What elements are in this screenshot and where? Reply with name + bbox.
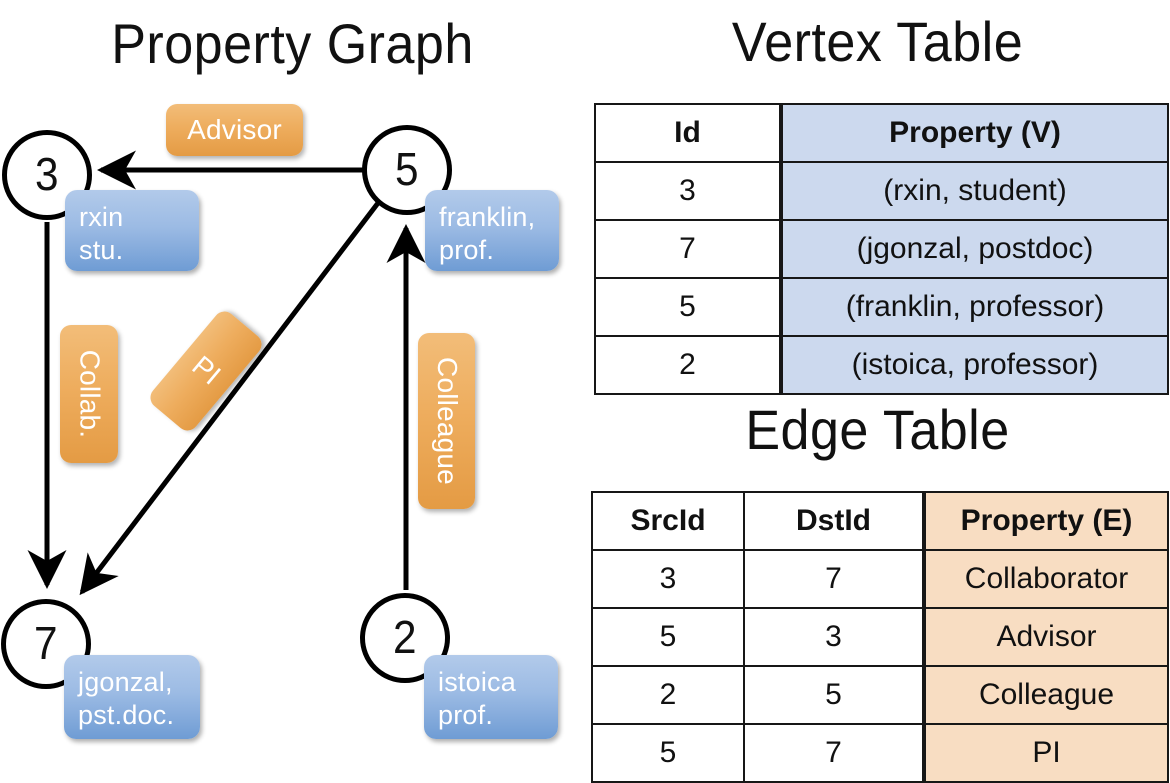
table-header-row: SrcId DstId Property (E)	[591, 491, 1169, 551]
edge-cell-dst: 7	[743, 723, 925, 783]
vertex-table: Id Property (V) 3 (rxin, student) 7 (jgo…	[594, 103, 1169, 395]
edge-cell-property: Advisor	[922, 607, 1169, 667]
vertex-header-property: Property (V)	[779, 103, 1169, 163]
edge-cell-dst: 5	[743, 665, 925, 725]
vertex-cell-property: (istoica, professor)	[779, 335, 1169, 395]
edge-cell-property: Collaborator	[922, 549, 1169, 609]
node-property-rxin-line2: stu.	[79, 235, 124, 265]
graph-node-7-label: 7	[34, 617, 58, 669]
table-row: 5 (franklin, professor)	[594, 277, 1169, 337]
node-property-jgonzal-line1: jgonzal,	[78, 667, 173, 697]
vertex-cell-property: (jgonzal, postdoc)	[779, 219, 1169, 279]
graph-node-3-label: 3	[35, 148, 59, 200]
node-property-rxin: rxin stu.	[65, 190, 199, 271]
table-row: 7 (jgonzal, postdoc)	[594, 219, 1169, 279]
edge-label-pi-text: PI	[186, 350, 227, 392]
table-row: 5 7 PI	[591, 723, 1169, 783]
edge-cell-dst: 7	[743, 549, 925, 609]
node-property-jgonzal: jgonzal, pst.doc.	[64, 655, 200, 739]
edge-cell-property: PI	[922, 723, 1169, 783]
edge-label-advisor-text: Advisor	[187, 114, 282, 145]
graph-edges-layer	[27, 150, 426, 596]
edge-label-colleague-text: Colleague	[431, 357, 463, 485]
edge-header-srcid: SrcId	[591, 491, 745, 551]
table-row: 2 (istoica, professor)	[594, 335, 1169, 395]
table-row: 3 (rxin, student)	[594, 161, 1169, 221]
node-property-jgonzal-line2: pst.doc.	[78, 700, 175, 730]
graph-node-2: 2	[360, 593, 450, 683]
graph-node-5-label: 5	[395, 143, 419, 195]
edge-cell-src: 5	[591, 723, 745, 783]
property-graph-panel: Advisor Collab. PI Colleague 3 5 7 2 rxi…	[0, 0, 585, 760]
edge-label-advisor: Advisor	[166, 104, 303, 156]
property-graph-title: Property Graph	[111, 12, 474, 75]
edge-cell-src: 5	[591, 607, 745, 667]
node-property-franklin: franklin, prof.	[425, 190, 559, 271]
vertex-cell-id: 3	[594, 161, 782, 221]
table-header-row: Id Property (V)	[594, 103, 1169, 163]
edge-table: SrcId DstId Property (E) 3 7 Collaborato…	[591, 491, 1169, 783]
node-property-franklin-line1: franklin,	[439, 202, 536, 232]
table-row: 3 7 Collaborator	[591, 549, 1169, 609]
node-property-istoica-line2: prof.	[438, 700, 494, 730]
edge-cell-src: 3	[591, 549, 745, 609]
node-property-istoica-line1: istoica	[438, 667, 516, 697]
graph-node-2-label: 2	[393, 611, 417, 663]
edge-cell-src: 2	[591, 665, 745, 725]
edge-5-to-7	[79, 201, 380, 596]
vertex-cell-id: 7	[594, 219, 782, 279]
graph-node-5: 5	[362, 125, 452, 215]
vertex-cell-id: 5	[594, 277, 782, 337]
edge-label-colleague: Colleague	[418, 333, 475, 509]
vertex-cell-property: (rxin, student)	[779, 161, 1169, 221]
edge-label-collab-text: Collab.	[74, 349, 105, 439]
table-row: 2 5 Colleague	[591, 665, 1169, 725]
node-property-franklin-line2: prof.	[439, 235, 495, 265]
vertex-table-title: Vertex Table	[731, 10, 1024, 73]
node-property-rxin-line1: rxin	[79, 202, 124, 232]
edge-table-title: Edge Table	[745, 398, 1010, 461]
vertex-header-id: Id	[594, 103, 782, 163]
edge-header-dstid: DstId	[743, 491, 925, 551]
edge-header-property: Property (E)	[922, 491, 1169, 551]
edge-cell-property: Colleague	[922, 665, 1169, 725]
table-row: 5 3 Advisor	[591, 607, 1169, 667]
edge-cell-dst: 3	[743, 607, 925, 667]
node-property-istoica: istoica prof.	[424, 655, 558, 739]
vertex-cell-property: (franklin, professor)	[779, 277, 1169, 337]
vertex-cell-id: 2	[594, 335, 782, 395]
edge-label-collab: Collab.	[60, 325, 118, 463]
